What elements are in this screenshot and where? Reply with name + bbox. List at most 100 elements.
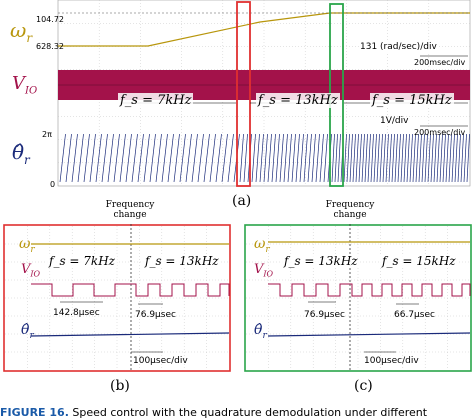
fs-label-b-2: f_s = 13kHz [143, 254, 221, 268]
theta-sawtooth [125, 133, 132, 183]
time-scale-label-1: 200msec/div [414, 58, 466, 67]
theta-sawtooth [119, 133, 126, 183]
theta-sawtooth [173, 133, 180, 183]
theta-sawtooth [409, 133, 413, 183]
theta-sawtooth [343, 133, 347, 183]
theta-sawtooth [466, 133, 470, 183]
theta-trace-c [267, 332, 471, 337]
speed-trace [58, 12, 470, 47]
theta-sawtooth [349, 133, 353, 183]
theta-sawtooth [299, 133, 304, 183]
vio-trace-c [268, 283, 471, 297]
theta-sawtooth [394, 133, 398, 183]
theta-sawtooth [143, 133, 150, 183]
period-label-b-2: 76.9μsec [135, 310, 176, 320]
theta-sawtooth [227, 133, 234, 183]
theta-sawtooth [334, 133, 338, 183]
period-label-c-2: 66.7μsec [394, 310, 435, 320]
figure-caption: FIGURE 16. Speed control with the quadra… [0, 406, 427, 419]
theta-sawtooth [89, 133, 96, 183]
theta-sawtooth [370, 133, 374, 183]
theta-sawtooth [71, 133, 78, 183]
scope-c-canvas [244, 224, 472, 372]
time-scale-label-b: 100μsec/div [133, 356, 188, 366]
theta-sawtooth [197, 133, 204, 183]
theta-sawtooth [361, 133, 365, 183]
theta-sawtooth [418, 133, 422, 183]
theta-sawtooth [167, 133, 174, 183]
theta-sawtooth [421, 133, 425, 183]
theta-sawtooth [358, 133, 362, 183]
theta-sawtooth [391, 133, 395, 183]
theta-sawtooth [161, 133, 168, 183]
theta-sawtooth [379, 133, 383, 183]
theta-sawtooth [382, 133, 386, 183]
figure-caption-text: Speed control with the quadrature demodu… [72, 406, 428, 419]
theta-sawtooth [430, 133, 434, 183]
theta-sawtooth [279, 133, 284, 183]
speed-scale-label: 131 (rad/sec)/div [360, 42, 437, 52]
theta-sawtooth [107, 133, 114, 183]
fs-label-15khz: f_s = 15kHz [370, 93, 454, 108]
theta-sawtooth [406, 133, 410, 183]
theta-sawtooth [203, 133, 210, 183]
omega-r-label-c: ωr [254, 236, 270, 255]
theta-sawtooth [295, 133, 300, 183]
theta-sawtooth [424, 133, 428, 183]
theta-sawtooth [364, 133, 368, 183]
oscilloscope-panel-b: ωr VIO θ̂r f_s = 7kHz f_s = 13kHz 142.8μ… [3, 224, 231, 372]
theta-sawtooth [397, 133, 401, 183]
theta-trace [59, 133, 470, 183]
tick-bottom-label: 628.32 [36, 42, 64, 51]
fs-label-c-2: f_s = 15kHz [380, 254, 458, 268]
scope-b-grid [5, 226, 229, 370]
theta-sawtooth [179, 133, 186, 183]
theta-sawtooth [191, 133, 198, 183]
theta-sawtooth [427, 133, 431, 183]
theta-sawtooth [215, 133, 222, 183]
oscilloscope-panel-a: ωr VIO θ̂r 104.72 628.32 2π 0 131 (rad/s… [0, 0, 474, 190]
theta-sawtooth [442, 133, 446, 183]
theta-sawtooth [287, 133, 292, 183]
theta-sawtooth [83, 133, 90, 183]
theta-top-tick: 2π [42, 130, 52, 139]
theta-sawtooth [337, 133, 341, 183]
v-io-label-b: VIO [21, 262, 41, 279]
caption-b: (b) [110, 378, 130, 394]
theta-sawtooth [251, 133, 256, 183]
theta-sawtooth [101, 133, 108, 183]
theta-sawtooth [131, 133, 138, 183]
theta-sawtooth [346, 133, 350, 183]
vio-trace-b [31, 283, 230, 297]
theta-sawtooth [59, 133, 66, 183]
theta-r-label-b: θ̂r [21, 322, 34, 341]
theta-sawtooth [403, 133, 407, 183]
theta-sawtooth [385, 133, 389, 183]
theta-sawtooth [367, 133, 371, 183]
caption-a: (a) [232, 193, 252, 209]
theta-sawtooth [439, 133, 443, 183]
theta-sawtooth [149, 133, 156, 183]
theta-sawtooth [448, 133, 452, 183]
theta-r-label-c: θ̂r [254, 322, 267, 341]
fs-label-13khz: f_s = 13kHz [256, 93, 340, 108]
red-highlight-box [236, 1, 251, 187]
tick-top-label: 104.72 [36, 15, 64, 24]
theta-sawtooth [400, 133, 404, 183]
freq-change-label-c: Frequency change [325, 200, 375, 220]
theta-sawtooth [239, 133, 244, 183]
period-label-c-1: 76.9μsec [304, 310, 345, 320]
theta-bottom-tick: 0 [50, 180, 56, 189]
theta-sawtooth [331, 133, 335, 183]
theta-sawtooth [65, 133, 72, 183]
fs-label-b-1: f_s = 7kHz [47, 254, 117, 268]
fs-label-c-1: f_s = 13kHz [282, 254, 360, 268]
theta-sawtooth [77, 133, 84, 183]
theta-sawtooth [355, 133, 359, 183]
theta-sawtooth [415, 133, 419, 183]
theta-sawtooth [275, 133, 280, 183]
theta-sawtooth [303, 133, 308, 183]
theta-sawtooth [311, 133, 316, 183]
theta-sawtooth [352, 133, 356, 183]
theta-sawtooth [412, 133, 416, 183]
